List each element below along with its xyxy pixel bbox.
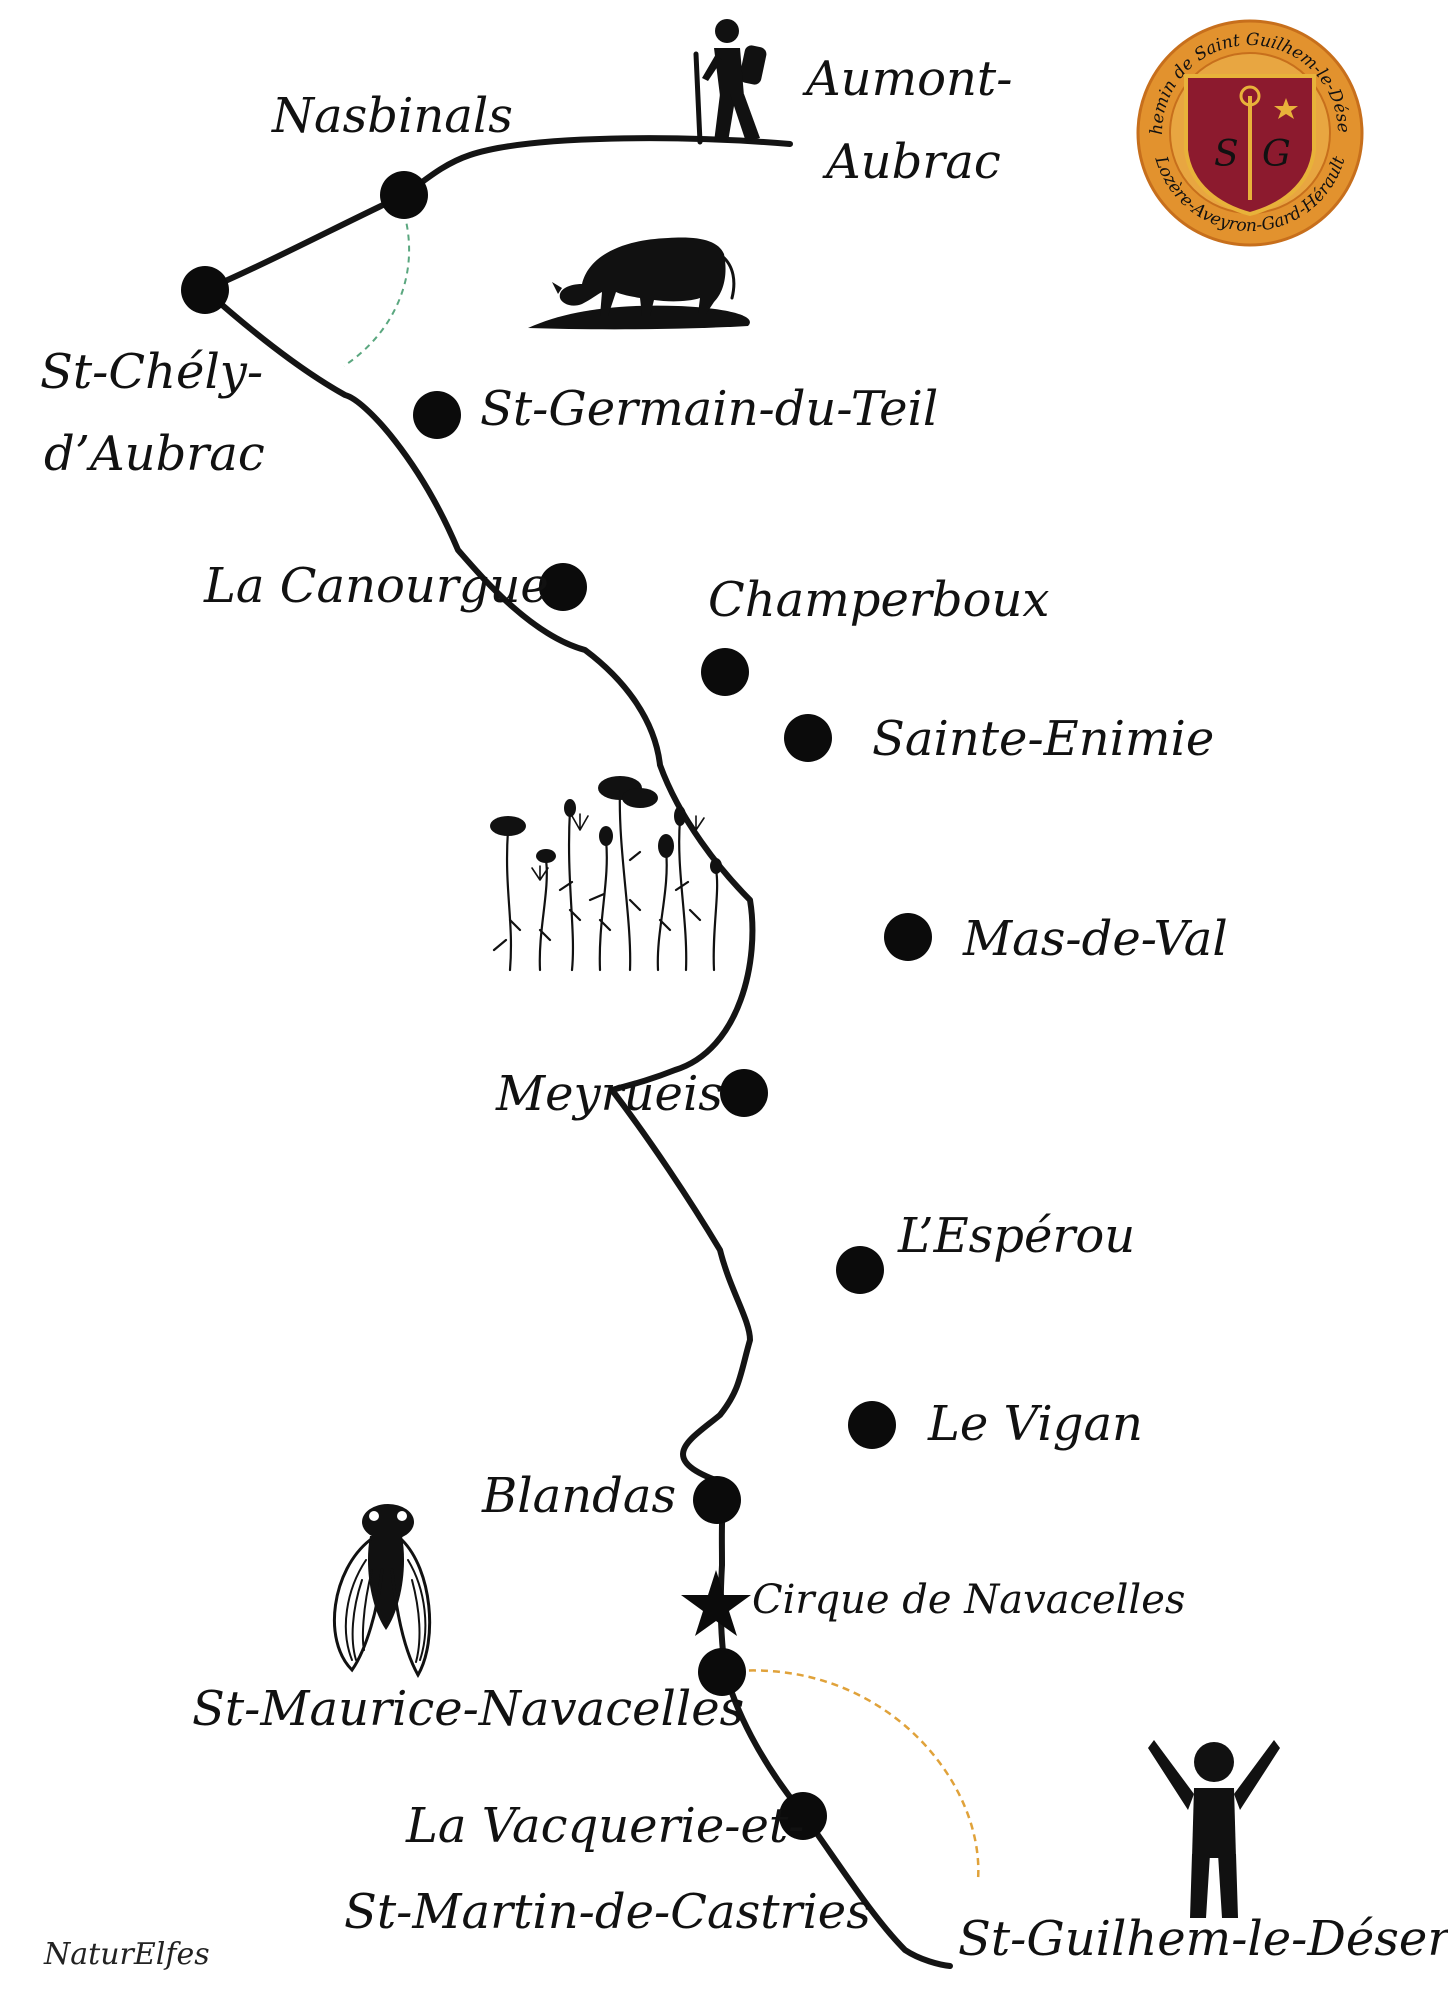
cow-icon — [528, 237, 750, 330]
stop-label-meyrueis: Meyrueis — [495, 1066, 723, 1122]
emblem-star-icon — [1274, 98, 1298, 119]
staff-icon-top — [1239, 85, 1261, 107]
stop-dot-champerboux[interactable] — [701, 648, 749, 696]
stop-label-mas-de-val: Mas-de-Val — [962, 911, 1228, 967]
stop-label-st-germain-du-teil: St-Germain-du-Teil — [480, 381, 938, 437]
stop-label-blandas: Blandas — [481, 1468, 676, 1524]
stop-dot-st-chely-daubrac[interactable] — [181, 266, 229, 314]
star-icon[interactable] — [681, 1570, 751, 1636]
stop-label-la-canourgue: La Canourgue — [203, 558, 549, 614]
stop-label-champerboux: Champerboux — [708, 572, 1049, 628]
hiker-icon — [693, 19, 767, 145]
stop-dot-sainte-enimie[interactable] — [784, 714, 832, 762]
wildflowers-icon — [490, 776, 722, 972]
stop-dot-blandas[interactable] — [693, 1476, 741, 1524]
stop-label-nasbinals: Nasbinals — [271, 88, 513, 144]
stop-dot-la-vacquerie[interactable] — [779, 1792, 827, 1840]
stop-label-st-maurice-navacelles: St-Maurice-Navacelles — [192, 1681, 744, 1737]
emblem: Chemin de Saint Guilhem-le-Désert Lozère… — [0, 0, 1364, 247]
stop-label-la-vacquerie: St-Martin-de-Castries — [344, 1884, 871, 1940]
alternate-route-north — [343, 212, 411, 367]
stop-label-st-guilhem-le-desert: St-Guilhem-le-Désert — [958, 1911, 1448, 1967]
stop-dot-nasbinals[interactable] — [380, 171, 428, 219]
landmark-label-cirque-de-navacelles: Cirque de Navacelles — [752, 1577, 1185, 1623]
stop-dot-lesperou[interactable] — [836, 1246, 884, 1294]
stop-dot-meyrueis[interactable] — [720, 1069, 768, 1117]
stop-label-lesperou: L’Espérou — [897, 1208, 1135, 1264]
stop-label-st-chely-daubrac: St-Chély- — [40, 344, 263, 400]
stop-dot-mas-de-val[interactable] — [884, 913, 932, 961]
stop-dot-la-canourgue[interactable] — [539, 563, 587, 611]
emblem-letter-g: G — [1262, 134, 1291, 175]
stop-label-st-chely-daubrac: d’Aubrac — [44, 426, 265, 482]
stop-dot-st-germain-du-teil[interactable] — [413, 391, 461, 439]
cicada-icon — [332, 1504, 432, 1679]
emblem-letter-s: S — [1214, 134, 1239, 175]
credit-text: NaturElfes — [43, 1937, 210, 1972]
stop-label-la-vacquerie: La Vacquerie-et- — [405, 1798, 804, 1854]
stop-dot-st-maurice-navacelles[interactable] — [698, 1648, 746, 1696]
stop-label-sainte-enimie: Sainte-Enimie — [872, 711, 1214, 767]
emblem-ring-text-top: Chemin de Saint Guilhem-le-Désert — [0, 0, 1353, 135]
stop-dot-le-vigan[interactable] — [848, 1401, 896, 1449]
stop-label-aumont-aubrac: Aumont- — [802, 51, 1012, 107]
celebrating-person-icon — [1148, 1740, 1280, 1918]
stop-label-aumont-aubrac: Aubrac — [822, 134, 1001, 190]
stop-label-le-vigan: Le Vigan — [927, 1396, 1143, 1452]
alternate-route-south — [724, 1669, 980, 1881]
